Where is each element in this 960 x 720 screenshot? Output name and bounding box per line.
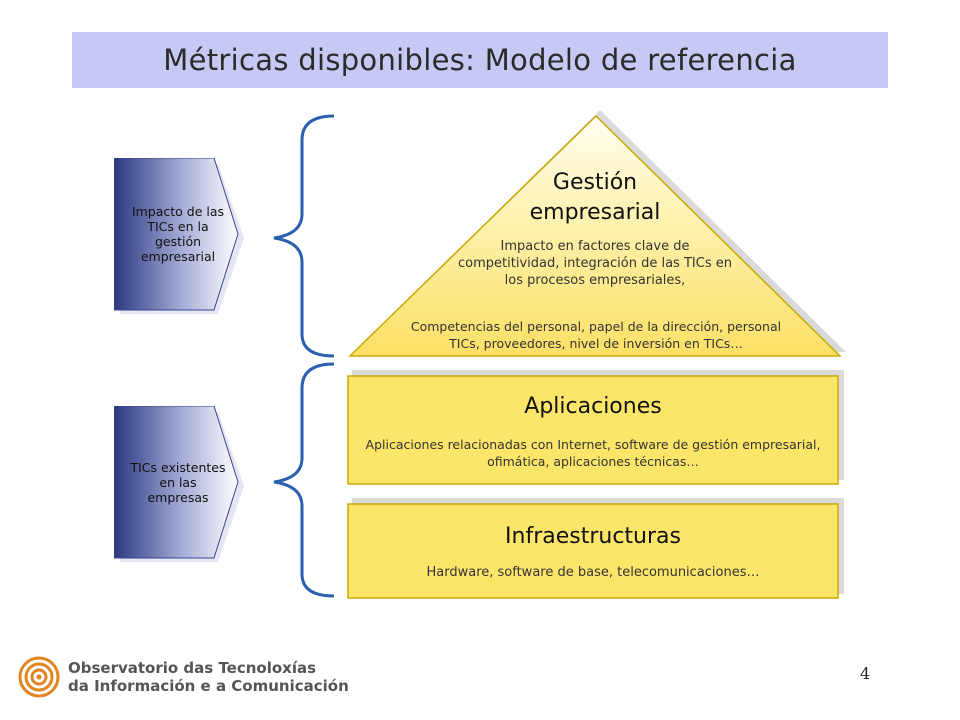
infraestructuras-box	[347, 503, 839, 599]
pyramid-desc-2: Competencias del personal, papel de la d…	[410, 319, 782, 351]
logo-text: Observatorio das Tecnoloxías da Informac…	[68, 659, 349, 695]
pyramid-shape	[348, 114, 842, 357]
brace-top	[273, 114, 335, 358]
logo: Observatorio das Tecnoloxías da Informac…	[18, 656, 349, 698]
arrow-label-tics: TICs existentes en las empresas	[114, 406, 244, 566]
arrow-shape-tics	[114, 406, 244, 562]
brace-bottom	[273, 362, 335, 598]
page-number: 4	[860, 664, 871, 683]
aplicaciones-box	[347, 375, 839, 485]
arrow-text-impacto: Impacto de las TICs en la gestión empres…	[131, 204, 225, 264]
arrow-text-tics: TICs existentes en las empresas	[130, 459, 226, 505]
infraestructuras-heading: Infraestructuras	[505, 524, 681, 549]
arrow-label-impacto: Impacto de las TICs en la gestión empres…	[114, 158, 244, 318]
aplicaciones-desc: Aplicaciones relacionadas con Internet, …	[365, 437, 821, 469]
arrow-shape-impacto	[114, 158, 244, 314]
pyramid-desc-1: Impacto en factores clave de competitivi…	[458, 239, 732, 288]
page-title: Métricas disponibles: Modelo de referenc…	[163, 43, 797, 77]
title-bar: Métricas disponibles: Modelo de referenc…	[72, 32, 888, 88]
infraestructuras-desc: Hardware, software de base, telecomunica…	[426, 565, 760, 580]
observatorio-logo-icon	[18, 656, 60, 698]
aplicaciones-heading: Aplicaciones	[524, 394, 662, 419]
pyramid-heading: Gestión empresarial	[529, 170, 661, 225]
